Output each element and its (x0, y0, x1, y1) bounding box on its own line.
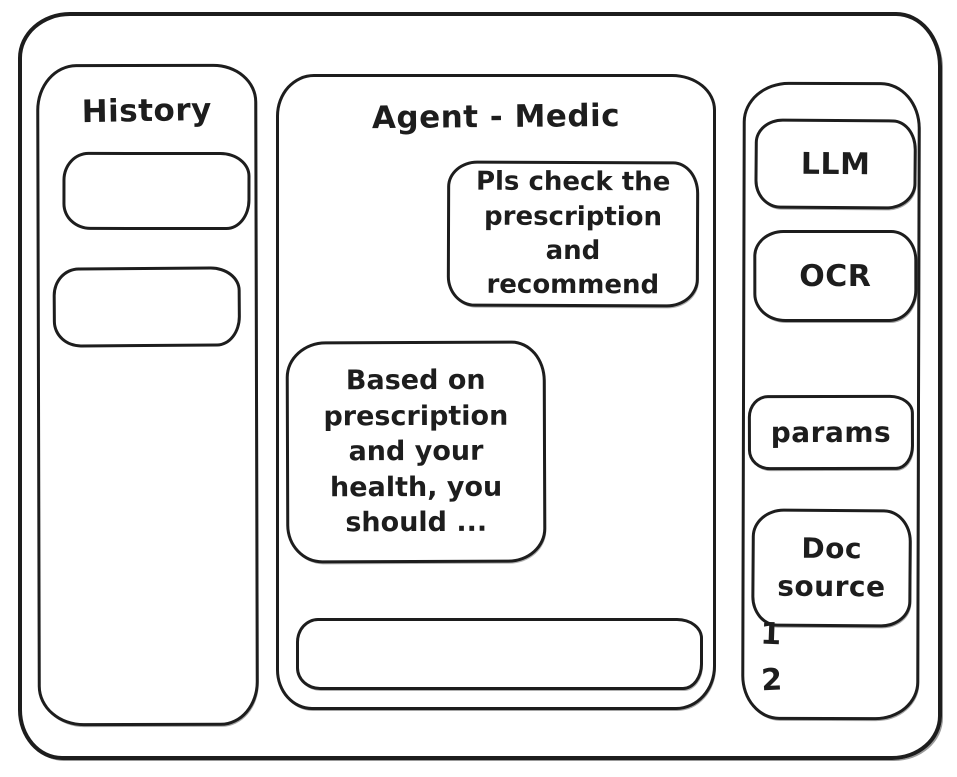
message-input[interactable] (296, 618, 703, 690)
history-item[interactable] (52, 266, 242, 348)
app-window (18, 12, 942, 760)
doc-source-button[interactable]: Doc source (751, 508, 912, 628)
ocr-button[interactable]: OCR (753, 229, 918, 323)
user-message-bubble: Pls check the prescription and recommend (446, 160, 700, 308)
history-panel: History (36, 63, 259, 727)
chat-title: Agent - Medic (371, 97, 621, 137)
chat-panel: Agent - Medic Pls check the prescription… (276, 74, 716, 710)
params-button[interactable]: params (747, 394, 915, 471)
history-item[interactable] (62, 151, 251, 231)
doc-source-item[interactable]: 2 (760, 662, 784, 699)
tools-panel: LLM OCR params Doc source 1 2 (741, 81, 921, 721)
doc-source-item[interactable]: 1 (759, 616, 782, 653)
history-title: History (81, 91, 213, 131)
llm-button[interactable]: LLM (754, 118, 917, 210)
assistant-message-bubble: Based on prescription and your health, y… (285, 340, 547, 564)
